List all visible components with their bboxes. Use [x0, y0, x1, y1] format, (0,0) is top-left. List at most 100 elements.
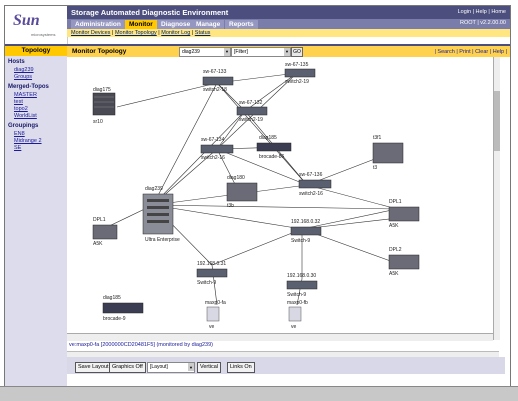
node-label: 192.168.0.30 — [287, 273, 316, 279]
links-on-button[interactable]: Links On — [227, 362, 255, 373]
browser-status-bar — [0, 386, 518, 401]
sidebar: Topology Hosts diag239 Groups Merged-Top… — [5, 46, 67, 386]
node-label: sr10 — [93, 119, 103, 125]
sidebar-item-master[interactable]: MASTER — [14, 92, 37, 98]
tab-reports[interactable]: Reports — [225, 20, 258, 29]
sidebar-item-se[interactable]: SE — [14, 145, 22, 151]
sidebar-section-groupings: Groupings — [8, 123, 39, 129]
node-dpl1-right[interactable] — [388, 206, 420, 222]
tab-monitor[interactable]: Monitor — [125, 20, 157, 29]
node-brocade-9[interactable] — [102, 302, 144, 314]
node-diag175[interactable] — [92, 92, 116, 116]
node-sw-67-133[interactable] — [202, 76, 234, 86]
node-label: A5K — [93, 241, 103, 247]
sun-logo: Sun microsystems — [5, 6, 68, 44]
node-label: sw-67-134 — [201, 137, 225, 143]
node-label: ve — [291, 324, 297, 330]
sidebar-item-en8[interactable]: EN8 — [14, 131, 25, 137]
sidebar-section-hosts: Hosts — [8, 59, 25, 65]
header-divider — [5, 44, 510, 46]
node-label: sw-67-133 — [203, 69, 227, 75]
node-label: sw-67-135 — [285, 62, 309, 68]
node-label: A5K — [389, 271, 399, 277]
node-label: diag180 — [227, 175, 245, 181]
node-label: t3f1 — [373, 135, 382, 141]
top-links[interactable]: Login | Help | Home — [457, 9, 506, 15]
node-label: DPL1 — [93, 217, 106, 223]
node-dpl1-left[interactable] — [92, 224, 118, 240]
sidebar-item-groups[interactable]: Groups — [14, 74, 33, 80]
node-sw-67-135[interactable] — [284, 68, 316, 78]
subnav-monitor-devices[interactable]: Monitor Devices — [71, 30, 111, 36]
node-t3b[interactable] — [226, 182, 258, 202]
node-192-168-0-30[interactable] — [286, 280, 318, 290]
filter-select-value: [Filter] — [234, 49, 248, 55]
node-label: Switch-9 — [287, 292, 306, 298]
sidebar-item-worldlist[interactable]: WorldList — [14, 113, 37, 119]
vertical-scrollbar[interactable] — [493, 57, 500, 340]
vertical-button[interactable]: Vertical — [197, 362, 222, 373]
subnav-monitor-log[interactable]: Monitor Log — [161, 30, 191, 36]
node-label: Ultra Enterprise — [145, 237, 180, 243]
chevron-down-icon: ▼ — [224, 48, 230, 56]
graphics-off-button[interactable]: Graphics Off — [109, 362, 146, 373]
node-label: DPL1 — [389, 199, 402, 205]
node-diag239[interactable] — [142, 193, 174, 235]
node-label: diag185 — [259, 135, 277, 141]
layout-select-value: [Layout] — [150, 364, 168, 370]
subnav-status[interactable]: Status — [194, 30, 211, 36]
node-label: brocade-86 — [259, 154, 285, 160]
tab-administration[interactable]: Administration — [71, 20, 125, 29]
node-label: t3b — [227, 203, 234, 209]
chevron-down-icon: ▼ — [284, 48, 290, 56]
sidebar-item-midrange-2[interactable]: Midrange 2 — [14, 138, 42, 144]
node-label: switch2-19 — [285, 79, 309, 85]
sidebar-item-test[interactable]: test — [14, 99, 23, 105]
node-label: t3 — [373, 165, 377, 171]
chevron-down-icon: ▼ — [188, 363, 194, 371]
tool-links[interactable]: | Search | Print | Clear | Help | — [434, 49, 507, 55]
filter-select[interactable]: [Filter] ▼ — [231, 47, 291, 57]
sidebar-title: Topology — [5, 46, 67, 56]
tab-row: Administration Monitor Diagnose Manage R… — [67, 19, 510, 29]
node-label: diag175 — [93, 87, 111, 93]
scrollbar-thumb[interactable] — [494, 91, 500, 151]
node-label: A5K — [389, 223, 399, 229]
topology-canvas[interactable]: diag175 sr10 sw-67-133 switch2-18 sw-67-… — [67, 57, 493, 333]
node-sw-67-132[interactable] — [236, 106, 268, 116]
subnav-monitor-topology[interactable]: Monitor Topology — [114, 30, 157, 36]
node-label: ve — [209, 324, 215, 330]
save-layout-button[interactable]: Save Layout — [75, 362, 112, 373]
node-t3f1[interactable] — [372, 142, 404, 164]
node-brocade-86[interactable] — [256, 142, 292, 152]
sidebar-item-diag239[interactable]: diag239 — [14, 67, 34, 73]
tab-manage[interactable]: Manage — [192, 20, 225, 29]
node-maxp0-fa[interactable] — [206, 306, 220, 322]
node-dpl2[interactable] — [388, 254, 420, 270]
action-bar: Save Layout Graphics Off [Layout] ▼ Vert… — [67, 357, 505, 374]
horizontal-scrollbar[interactable] — [67, 333, 493, 341]
node-192-168-0-32[interactable] — [290, 226, 322, 236]
tab-diagnose[interactable]: Diagnose — [157, 20, 195, 29]
node-label: maxp0-fb — [287, 300, 308, 306]
title-bar: Storage Automated Diagnostic Environment… — [67, 6, 510, 19]
node-label: diag239 — [145, 186, 163, 192]
go-button[interactable]: GO — [291, 47, 303, 57]
node-sw-67-136[interactable] — [298, 179, 332, 189]
node-sw-67-134[interactable] — [200, 144, 234, 154]
node-label: switch2-16 — [201, 155, 225, 161]
node-label: Switch-9 — [197, 280, 216, 286]
version-label: ROOT | v2.2.00.00 — [460, 20, 506, 26]
sidebar-section-merged-topos: Merged-Topos — [8, 84, 49, 90]
sidebar-item-topo2[interactable]: topo2 — [14, 106, 28, 112]
node-maxp0-fb[interactable] — [288, 306, 302, 322]
node-label: brocade-9 — [103, 316, 126, 322]
node-192-168-0-31[interactable] — [196, 268, 228, 278]
host-select-value: diag239 — [182, 49, 200, 55]
node-label: 192.168.0.32 — [291, 219, 320, 225]
host-select[interactable]: diag239 ▼ — [179, 47, 231, 57]
browser-window: Sun microsystems Storage Automated Diagn… — [4, 5, 511, 387]
node-label: Switch-9 — [291, 238, 310, 244]
layout-select[interactable]: [Layout] ▼ — [147, 362, 195, 373]
logo-tagline: microsystems — [31, 32, 56, 37]
